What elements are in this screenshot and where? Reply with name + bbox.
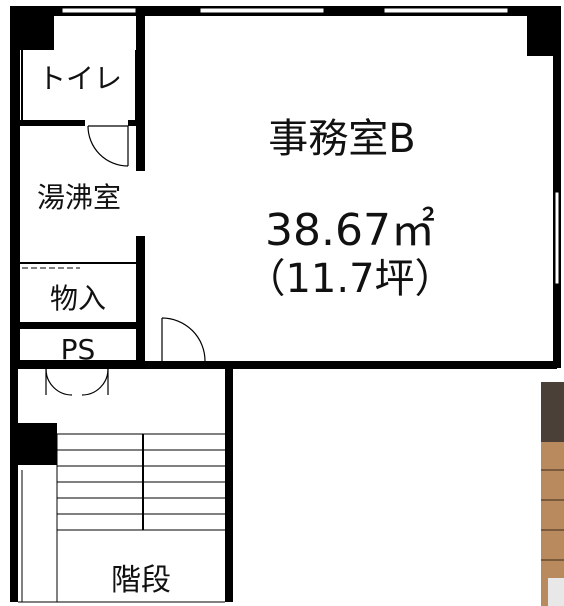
building-photo-fragment [541, 382, 564, 606]
door-arc-office [161, 317, 206, 362]
door-arc-ps-left [45, 368, 73, 396]
door-arc-ps-right [81, 368, 109, 396]
partitions [20, 120, 138, 366]
kitchenette-label: 湯沸室 [37, 181, 121, 214]
right-window [554, 191, 560, 285]
storage-label: 物入 [50, 282, 106, 315]
office-name: 事務室B [268, 116, 415, 162]
office-tsubo: （11.7坪） [245, 256, 454, 302]
office-area: 38.67㎡ [265, 205, 435, 256]
stairs [18, 433, 225, 603]
stairs-label: 階段 [111, 563, 171, 598]
door-arc-kitchenette [87, 125, 129, 167]
toilet-label: トイレ [38, 62, 122, 95]
columns [10, 6, 559, 465]
windows [61, 7, 509, 14]
doors [45, 125, 206, 396]
ps-label: PS [61, 333, 96, 366]
